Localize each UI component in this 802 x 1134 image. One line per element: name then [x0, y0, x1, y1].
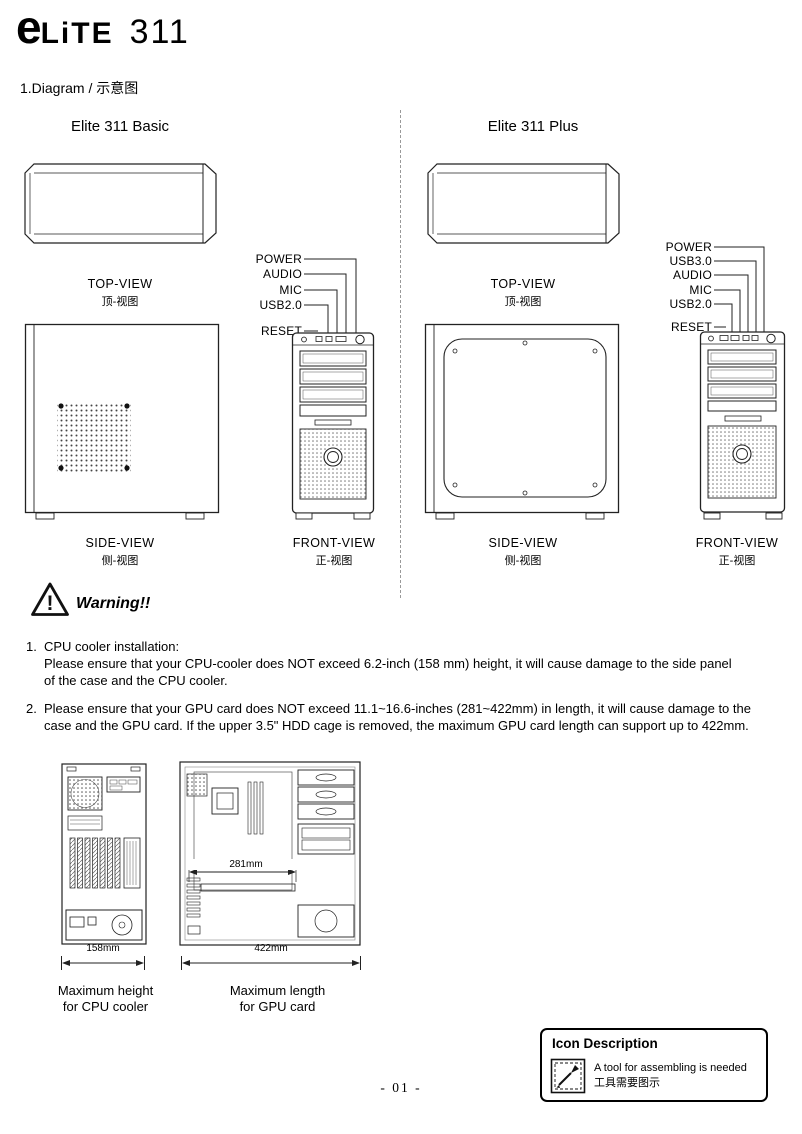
side-view-label-basic: SIDE-VIEW: [85, 536, 155, 550]
front-view-label-plus: FRONT-VIEW: [695, 536, 779, 550]
port-label-audio-plus: AUDIO: [672, 268, 712, 282]
caption-cpu-cooler: Maximum height for CPU cooler: [57, 983, 154, 1014]
cpu-socket: [211, 787, 239, 815]
port-label-usb30-plus: USB3.0: [669, 254, 712, 268]
top-view-label-cn-plus: 顶-视图: [504, 296, 542, 308]
expansion-slots: [69, 837, 121, 889]
logo-model-number: 311: [129, 13, 190, 51]
psu-cutout: [65, 909, 143, 941]
svg-text:!: !: [47, 592, 54, 615]
top-view-label-plus: TOP-VIEW: [490, 277, 556, 291]
section-title: 1.Diagram / 示意图: [20, 80, 139, 96]
rear-fan: [186, 773, 208, 797]
column-title-basic: Elite 311 Basic: [70, 118, 170, 135]
dimension-arrow-281: [188, 860, 297, 882]
front-io-buttons: [301, 334, 365, 345]
warning-item-1-heading: CPU cooler installation:: [44, 639, 180, 654]
port-label-reset: RESET: [260, 324, 302, 338]
port-leader-lines-plus: [714, 246, 765, 332]
rear-io-shield: [106, 776, 141, 793]
top-view-drawing-plus: [427, 163, 620, 244]
tool-icon: [550, 1058, 586, 1094]
icon-description-title: Icon Description: [552, 1036, 658, 1051]
side-view-drawing-plus: [424, 323, 620, 520]
port-label-usb20-plus: USB2.0: [669, 297, 712, 311]
port-label-usb20: USB2.0: [259, 298, 302, 312]
rear-fan-grille: [67, 776, 103, 811]
port-label-mic-plus: MIC: [689, 283, 712, 297]
port-label-reset-plus: RESET: [670, 320, 712, 334]
rear-vent-strip: [123, 837, 141, 889]
front-view-label-cn-plus: 正-视图: [718, 555, 756, 567]
rear-view-drawing: [61, 763, 147, 945]
drive-bays-plus: [707, 349, 777, 422]
warning-item-1-number: 1.: [26, 639, 37, 654]
front-view-drawing-basic: [291, 332, 375, 520]
motherboard: [193, 771, 293, 891]
dimension-label-281: 281mm: [188, 859, 304, 870]
column-title-plus: Elite 311 Plus: [487, 118, 579, 135]
front-io-buttons-plus: [708, 333, 776, 344]
ram-slots: [247, 781, 264, 835]
side-view-drawing-basic: [24, 323, 220, 520]
side-window: [443, 338, 607, 498]
logo-lite-text: LiTE: [40, 17, 114, 50]
power-socket: [187, 925, 201, 935]
brand-badge-plus: [732, 444, 752, 464]
caption-gpu-card: Maximum length for GPU card: [229, 983, 326, 1014]
warning-item-2-number: 2.: [26, 701, 37, 716]
icon-description-box: Icon Description A tool for assembling i…: [540, 1028, 768, 1102]
optical-bays: [297, 769, 355, 820]
side-view-label-cn-basic: 侧-视图: [101, 555, 139, 567]
warning-item-1: 1. CPU cooler installation: Please ensur…: [26, 638, 766, 689]
port-label-power: POWER: [255, 252, 302, 266]
side-view-label-cn-plus: 侧-视图: [504, 555, 542, 567]
page-number: - 01 -: [380, 1080, 422, 1095]
gpu-card: [200, 883, 296, 892]
port-leader-lines-basic: [304, 258, 357, 333]
icon-description-text-cn: 工具需要图示: [594, 1077, 660, 1089]
front-view-label-basic: FRONT-VIEW: [292, 536, 376, 550]
dimension-label-158: 158mm: [86, 943, 120, 954]
internal-side-view-drawing: [179, 761, 361, 946]
top-view-drawing-basic: [24, 163, 217, 244]
side-view-label-plus: SIDE-VIEW: [488, 536, 558, 550]
hdd-cage: [297, 823, 355, 855]
logo-letter-e: e: [16, 1, 42, 53]
top-view-label-basic: TOP-VIEW: [87, 277, 153, 291]
drive-bays: [299, 350, 367, 426]
warning-icon: !: [31, 582, 69, 616]
warning-title: Warning!!: [76, 595, 151, 612]
warning-item-1-body: Please ensure that your CPU-cooler does …: [44, 656, 732, 688]
expansion-slot-tabs: [186, 877, 201, 918]
mesh-vent: [57, 402, 131, 472]
front-view-label-cn-basic: 正-视图: [315, 555, 353, 567]
port-label-power-plus: POWER: [665, 240, 712, 254]
icon-description-text-en: A tool for assembling is needed: [594, 1062, 747, 1074]
top-view-label-cn-basic: 顶-视图: [101, 296, 139, 308]
warning-item-2: 2. Please ensure that your GPU card does…: [26, 700, 776, 734]
port-label-mic: MIC: [279, 283, 302, 297]
dimension-arrow-158: [61, 956, 145, 970]
brand-badge: [323, 447, 343, 467]
dimension-label-422: 422mm: [254, 943, 288, 954]
port-label-audio: AUDIO: [262, 267, 302, 281]
warning-item-2-body: Please ensure that your GPU card does NO…: [44, 701, 751, 733]
psu: [297, 904, 355, 938]
column-divider: [400, 110, 401, 598]
dimension-arrow-422: [181, 956, 361, 970]
front-view-drawing-plus: [699, 331, 786, 520]
